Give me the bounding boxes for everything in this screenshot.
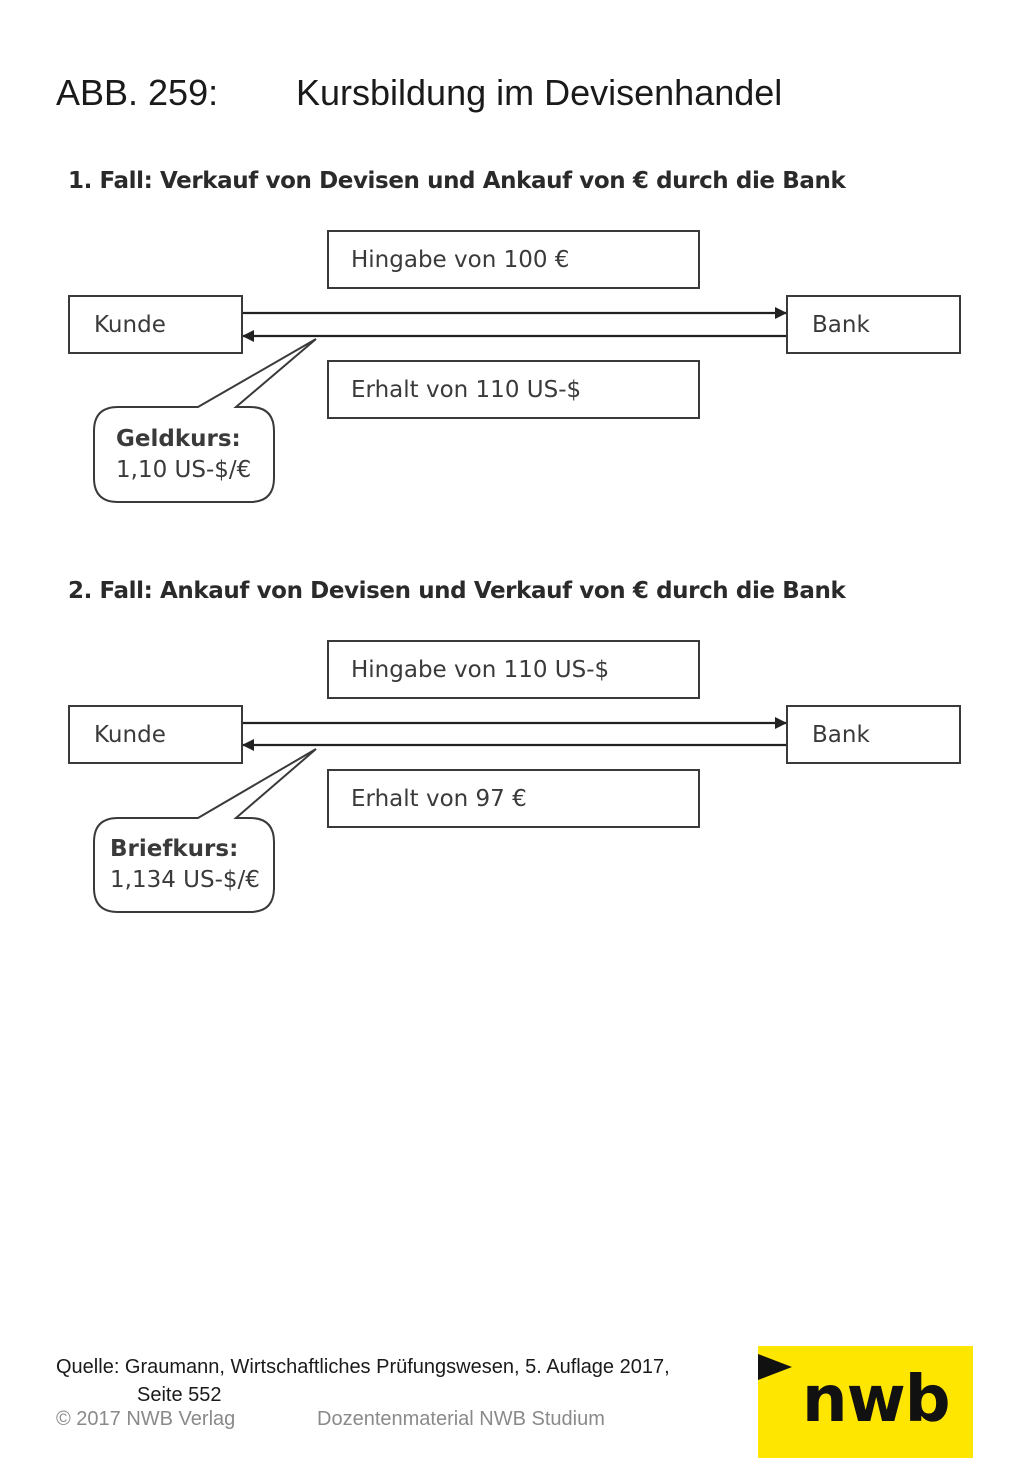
source-line-2: Seite 552 xyxy=(137,1384,222,1406)
source-line-1: Quelle: Graumann, Wirtschaftliches Prüfu… xyxy=(56,1356,670,1378)
case2-bottom-flow-box: Erhalt von 97 € xyxy=(327,769,700,828)
case2-rate-text: Briefkurs: 1,134 US-$/€ xyxy=(110,834,260,896)
case1-bottom-flow-box: Erhalt von 110 US-$ xyxy=(327,360,700,419)
case1-rate-bubble xyxy=(93,338,317,503)
case2-kunde-box: Kunde xyxy=(68,705,243,764)
case1-bank-box: Bank xyxy=(786,295,961,354)
course-material-note: Dozentenmaterial NWB Studium xyxy=(317,1408,605,1430)
case2-kunde-label: Kunde xyxy=(94,721,166,748)
case1-rate-value: 1,10 US-$/€ xyxy=(116,457,252,483)
page-title: Kursbildung im Devisenhandel xyxy=(296,72,783,113)
case1-bank-label: Bank xyxy=(812,311,870,338)
diagram-connectors xyxy=(93,307,787,913)
logo-triangle-icon xyxy=(758,1354,792,1380)
case1-top-flow-label: Hingabe von 100 € xyxy=(351,246,570,273)
case2-bottom-flow-label: Erhalt von 97 € xyxy=(351,785,527,812)
case1-kunde-box: Kunde xyxy=(68,295,243,354)
case2-rate-bubble xyxy=(93,748,317,913)
case2-top-flow-box: Hingabe von 110 US-$ xyxy=(327,640,700,699)
case2-rate-value: 1,134 US-$/€ xyxy=(110,867,260,893)
case1-kunde-label: Kunde xyxy=(94,311,166,338)
nwb-logo: nwb xyxy=(758,1346,973,1458)
case1-rate-text: Geldkurs: 1,10 US-$/€ xyxy=(116,424,251,486)
case2-top-flow-label: Hingabe von 110 US-$ xyxy=(351,656,610,683)
case1-bottom-flow-label: Erhalt von 110 US-$ xyxy=(351,376,582,403)
case2-rate-title: Briefkurs: xyxy=(110,836,239,862)
case1-heading: 1. Fall: Verkauf von Devisen und Ankauf … xyxy=(68,168,846,194)
case1-top-flow-box: Hingabe von 100 € xyxy=(327,230,700,289)
case1-rate-title: Geldkurs: xyxy=(116,426,241,452)
figure-label: ABB. 259: xyxy=(56,72,219,113)
logo-text: nwb xyxy=(802,1363,950,1437)
case2-bank-label: Bank xyxy=(812,721,870,748)
copyright: © 2017 NWB Verlag xyxy=(56,1408,236,1430)
case2-bank-box: Bank xyxy=(786,705,961,764)
case2-heading: 2. Fall: Ankauf von Devisen und Verkauf … xyxy=(68,578,846,604)
